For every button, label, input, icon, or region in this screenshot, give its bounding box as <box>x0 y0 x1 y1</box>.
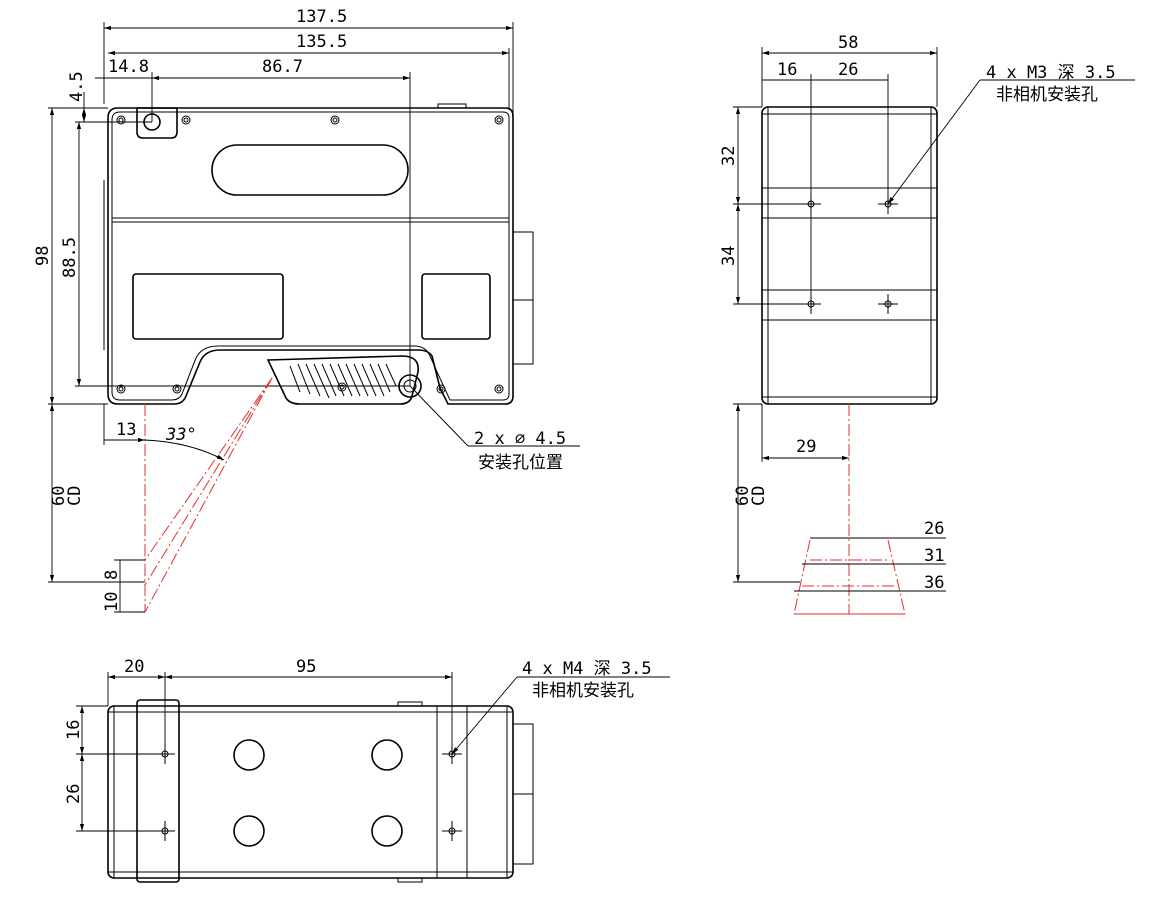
bottom-left-bracket <box>136 699 180 883</box>
side-dim-58: 58 <box>838 33 858 53</box>
dim-14-8: 14.8 <box>108 57 149 77</box>
side-upper-band <box>761 187 938 219</box>
side-body-outline <box>761 106 938 405</box>
side-dim-29: 29 <box>796 437 816 457</box>
dim-33-deg: 33° <box>165 425 197 445</box>
side-dim-beam-36: 36 <box>924 573 944 593</box>
dim-137-5: 137.5 <box>296 7 347 27</box>
front-beam-ray-3 <box>144 377 273 613</box>
bottom-thread-label: 非相机安装孔 <box>532 681 634 701</box>
side-dim-beam-31: 31 <box>924 546 944 566</box>
dim-13: 13 <box>116 420 136 440</box>
callout-mount-hole-spec: 2 x ∅ 4.5 <box>474 429 566 449</box>
side-dim-beam-26: 26 <box>924 519 944 539</box>
dim-cd-60: 60 <box>49 486 69 506</box>
side-dim-32: 32 <box>719 146 739 166</box>
dim-135-5: 135.5 <box>296 32 347 52</box>
front-slot-window <box>211 144 409 196</box>
side-dim-16: 16 <box>777 60 797 80</box>
front-body-inner-outline <box>111 111 510 401</box>
bottom-bottom-bump <box>397 877 423 883</box>
bottom-top-bump <box>397 701 423 707</box>
callout-leader-mount <box>409 385 469 447</box>
front-beam-ray-1 <box>144 377 273 561</box>
side-thread-spec: 4 x M3 深 3.5 <box>986 63 1116 83</box>
bottom-dim-95: 95 <box>296 657 316 677</box>
bottom-dim-20: 20 <box>124 657 144 677</box>
front-mount-bracket <box>136 107 178 139</box>
front-grille-slats <box>289 363 397 399</box>
dim-cd-label: CD <box>65 486 85 506</box>
dim-10: 10 <box>102 592 122 612</box>
bottom-dim-26: 26 <box>64 784 84 804</box>
bottom-large-holes <box>233 739 403 847</box>
front-sensor-window <box>266 355 419 405</box>
dim-arc-33 <box>144 439 225 461</box>
bottom-view: 20 95 16 26 4 x M4 深 3.5 非相机安装孔 <box>64 657 670 883</box>
dim-98: 98 <box>33 246 53 266</box>
bottom-callout-leader <box>451 676 518 755</box>
front-view: 137.5 135.5 14.8 86.7 4.5 98 88.5 13 33° <box>33 7 580 613</box>
side-thread-holes <box>801 194 898 314</box>
dim-8: 8 <box>102 570 122 580</box>
side-dim-cd-label: CD <box>749 486 769 506</box>
bottom-thread-spec: 4 x M4 深 3.5 <box>522 659 652 679</box>
front-connector-block <box>512 231 534 365</box>
bottom-dim-16: 16 <box>64 720 84 740</box>
side-dim-26: 26 <box>838 60 858 80</box>
bottom-thread-holes <box>155 744 462 841</box>
side-beam-right-edge <box>887 539 906 615</box>
front-top-bump <box>437 103 467 109</box>
dim-86-7: 86.7 <box>262 57 303 77</box>
front-left-window <box>132 273 284 340</box>
side-callout-leader <box>887 79 981 205</box>
front-right-window <box>421 273 491 340</box>
side-view: 58 16 26 32 34 4 x M3 深 3.5 非相机安装孔 29 60… <box>719 33 1135 615</box>
front-body-outline <box>107 107 514 405</box>
front-screw-holes <box>116 115 504 394</box>
side-dim-cd-60: 60 <box>733 486 753 506</box>
side-lower-band <box>761 289 938 321</box>
side-beam-left-edge <box>793 539 811 615</box>
side-dim-34: 34 <box>719 246 739 266</box>
dim-4-5: 4.5 <box>67 71 87 102</box>
side-thread-label: 非相机安装孔 <box>996 85 1098 105</box>
dim-88-5: 88.5 <box>60 237 80 278</box>
callout-mount-hole-label: 安装孔位置 <box>478 453 563 473</box>
front-beam-ray-2 <box>144 377 273 586</box>
